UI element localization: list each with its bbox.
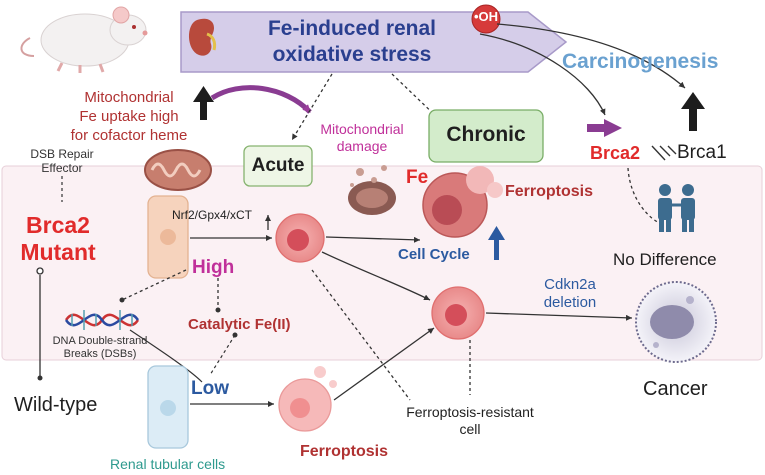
ferroptosis-top-label: Ferroptosis	[505, 183, 594, 200]
renal-cells-label: Renal tubular cells	[110, 456, 226, 472]
high-label: High	[192, 257, 235, 278]
carcinogenesis-label: Carcinogenesis	[562, 50, 719, 73]
dna-icon	[64, 310, 140, 330]
oxidative-stress-banner	[180, 11, 568, 73]
dsb-to-low-line	[129, 329, 203, 383]
no-difference-label: No Difference	[613, 250, 717, 269]
cell-cycle-label: Cell Cycle	[398, 246, 470, 263]
inhibition-icon	[651, 145, 677, 161]
damaged-mitochondria-icon	[348, 165, 396, 215]
catalytic-fe-label: Catalytic Fe(II)	[188, 316, 291, 333]
stressed-cell	[275, 213, 325, 263]
hydroxyl-radical-icon	[471, 4, 501, 34]
dna-dot	[119, 297, 125, 303]
mito-uptake-line1: Mitochondrial	[84, 89, 174, 106]
banner-to-acute-arrow	[291, 73, 333, 141]
brca2-mutant-line1: Brca2	[26, 212, 90, 238]
radical-to-carcinogenesis-line	[496, 23, 686, 89]
hydroxyl-radical-label: •OH	[473, 9, 499, 24]
mito-uptake-line3: for cofactor heme	[70, 127, 188, 144]
rat-icon	[20, 6, 148, 73]
brca2-to-people-line	[627, 167, 663, 225]
wildtype-cell-nucleus	[160, 400, 176, 416]
wildtype-node	[37, 375, 43, 381]
cdkn2a-line2: deletion	[543, 294, 597, 311]
mito-to-damage-arrow	[210, 85, 312, 114]
dsb-effector-line2: Effector	[41, 161, 83, 175]
brca2-mutant-line2: Mutant	[20, 239, 96, 265]
ferroptosis-bottom-label: Ferroptosis	[300, 443, 389, 460]
cdkn2a-line1: Cdkn2a	[544, 276, 596, 293]
catalytic-to-low-line	[209, 334, 236, 376]
dsb-effector-line1: DSB Repair	[30, 147, 94, 161]
resistant-line1: Ferroptosis-resistant	[406, 404, 534, 420]
mito-uptake-line2: Fe uptake high	[79, 108, 179, 125]
catalytic-dot	[215, 307, 221, 313]
dsb-line1: DNA Double-strand	[52, 335, 148, 347]
resistant-line2: cell	[459, 421, 481, 437]
radical-to-brca2-line	[479, 33, 606, 116]
catalytic-dot-lower	[232, 332, 238, 338]
pathway-label: Nrf2/Gpx4/xCT	[172, 208, 253, 222]
mito-damage-line2: damage	[336, 138, 388, 154]
cell-to-ferroptosis-arrow	[325, 236, 421, 243]
kidney-icon	[188, 18, 217, 56]
mito-damage-line1: Mitochondrial	[320, 121, 404, 137]
mutant-cell-nucleus	[160, 229, 176, 245]
resistant-to-cancer-arrow	[485, 312, 633, 321]
chronic-label: Chronic	[446, 123, 526, 146]
cancer-label: Cancer	[643, 378, 708, 400]
brca2-increase-arrow	[587, 119, 622, 137]
ferroptotic-cell-bottom	[278, 366, 337, 432]
mitochondrion-icon	[144, 149, 212, 191]
people-icon	[658, 184, 695, 232]
chronic-box	[428, 109, 544, 163]
cell-to-resistant-arrow	[321, 251, 431, 301]
acute-box	[243, 145, 313, 187]
banner-title-line1: Fe-induced renal	[267, 17, 437, 40]
low-label: Low	[191, 378, 229, 399]
ferroptosis-resistant-cell	[431, 286, 485, 340]
increase-arrow-mito	[193, 86, 214, 120]
ferroptosis-to-resistant-arrow	[333, 327, 435, 401]
brca2-label: Brca2	[590, 143, 641, 163]
brca1-label: Brca1	[677, 142, 727, 163]
fe-label: Fe	[406, 167, 429, 188]
banner-title-line2: oxidative stress	[272, 43, 432, 66]
ferroptotic-cell-top	[422, 166, 503, 238]
acute-label: Acute	[251, 155, 305, 176]
increase-arrow-brca1	[681, 92, 705, 131]
dsb-line2: Breaks (DSBs)	[63, 348, 137, 360]
mutant-node	[36, 267, 44, 275]
cancer-cell	[635, 281, 717, 363]
wild-type-label: Wild-type	[14, 394, 98, 416]
cell-cycle-increase-arrow	[488, 226, 505, 260]
